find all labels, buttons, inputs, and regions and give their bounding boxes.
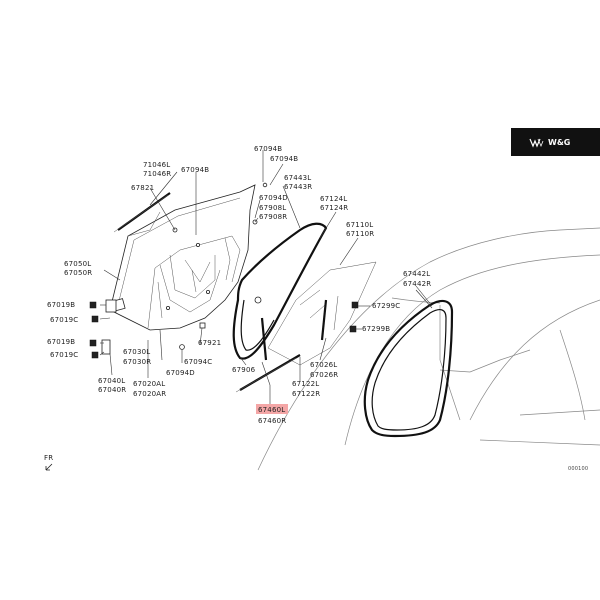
- arrow-icon: [45, 463, 53, 471]
- label-67110L: 67110L: [346, 221, 373, 229]
- label-67821: 67821: [131, 184, 154, 192]
- hinge-icon-67030: [101, 339, 111, 355]
- label-67094C: 67094C: [184, 358, 212, 366]
- label-67908R: 67908R: [259, 213, 287, 221]
- clip-icon-67921: [199, 322, 206, 329]
- label-67443R: 67443R: [284, 183, 312, 191]
- label-67094B-a: 67094B: [181, 166, 209, 174]
- front-label: FR: [44, 454, 53, 462]
- label-67122L: 67122L: [292, 380, 319, 388]
- label-67908L: 67908L: [259, 204, 286, 212]
- clip-icon-67906: [254, 296, 262, 304]
- label-67110R: 67110R: [346, 230, 374, 238]
- label-67442L: 67442L: [403, 270, 430, 278]
- car-body-outline: [257, 227, 600, 471]
- label-67460R: 67460R: [258, 417, 286, 425]
- label-71046R: 71046R: [143, 170, 171, 178]
- label-67906: 67906: [232, 366, 256, 374]
- label-67050R: 67050R: [64, 269, 92, 277]
- bolt-icon-67019C-b: [91, 351, 99, 359]
- clip-icon-67094B: [262, 182, 268, 188]
- label-67094B-c: 67094B: [270, 155, 298, 163]
- bolt-icon-67019C-a: [91, 315, 99, 323]
- label-71046L: 71046L: [143, 161, 170, 169]
- label-67020AR: 67020AR: [133, 390, 166, 398]
- opening-weatherstrip: [363, 299, 454, 438]
- label-67030R: 67030R: [123, 358, 151, 366]
- label-67299C: 67299C: [372, 302, 400, 310]
- bolt-icon-67019B-a: [89, 301, 97, 309]
- label-67094D-b: 67094D: [166, 369, 195, 377]
- label-67019C-a: 67019C: [50, 316, 78, 324]
- label-67040R: 67040R: [98, 386, 126, 394]
- brand-logo-icon: [529, 138, 544, 148]
- part-labels: 71046L 71046R 67094B 67821 67094B 67094B…: [47, 145, 431, 425]
- label-67124L: 67124L: [320, 195, 347, 203]
- label-67019C-b: 67019C: [50, 351, 78, 359]
- label-67026R: 67026R: [310, 371, 338, 379]
- label-67299B: 67299B: [362, 325, 390, 333]
- front-indicator: FR: [44, 454, 53, 471]
- fasteners: [89, 182, 359, 359]
- glass-channel: [260, 295, 339, 361]
- label-67050L: 67050L: [64, 260, 91, 268]
- belt-moulding: [113, 192, 171, 233]
- screw-icon-67299B: [349, 325, 357, 333]
- highlight-67460L: [256, 404, 288, 414]
- hinge-icon-67040: [105, 299, 117, 313]
- leader-lines: [99, 150, 433, 406]
- lower-moulding: [235, 354, 301, 393]
- label-67124R: 67124R: [320, 204, 348, 212]
- label-67094D: 67094D: [259, 194, 288, 202]
- label-67019B-b: 67019B: [47, 338, 75, 346]
- label-67921: 67921: [198, 339, 221, 347]
- label-67442R: 67442R: [403, 280, 431, 288]
- label-67460L: 67460L: [258, 406, 285, 414]
- label-67122R: 67122R: [292, 390, 320, 398]
- label-67040L: 67040L: [98, 377, 125, 385]
- door-panel: [109, 184, 256, 331]
- label-67019B-a: 67019B: [47, 301, 75, 309]
- figure-code: 000100: [568, 466, 588, 472]
- label-67443L: 67443L: [284, 174, 311, 182]
- label-67030L: 67030L: [123, 348, 150, 356]
- label-67026L: 67026L: [310, 361, 337, 369]
- brand-badge: W&G: [511, 128, 600, 156]
- label-67020AL: 67020AL: [133, 380, 165, 388]
- screw-icon-67299C: [351, 301, 359, 309]
- brand-label: W&G: [548, 138, 570, 147]
- bolt-icon-67019B-b: [89, 339, 97, 347]
- door-glass: [267, 261, 377, 366]
- clip-icon-67094C: [179, 344, 185, 350]
- label-67094B-b: 67094B: [254, 145, 282, 153]
